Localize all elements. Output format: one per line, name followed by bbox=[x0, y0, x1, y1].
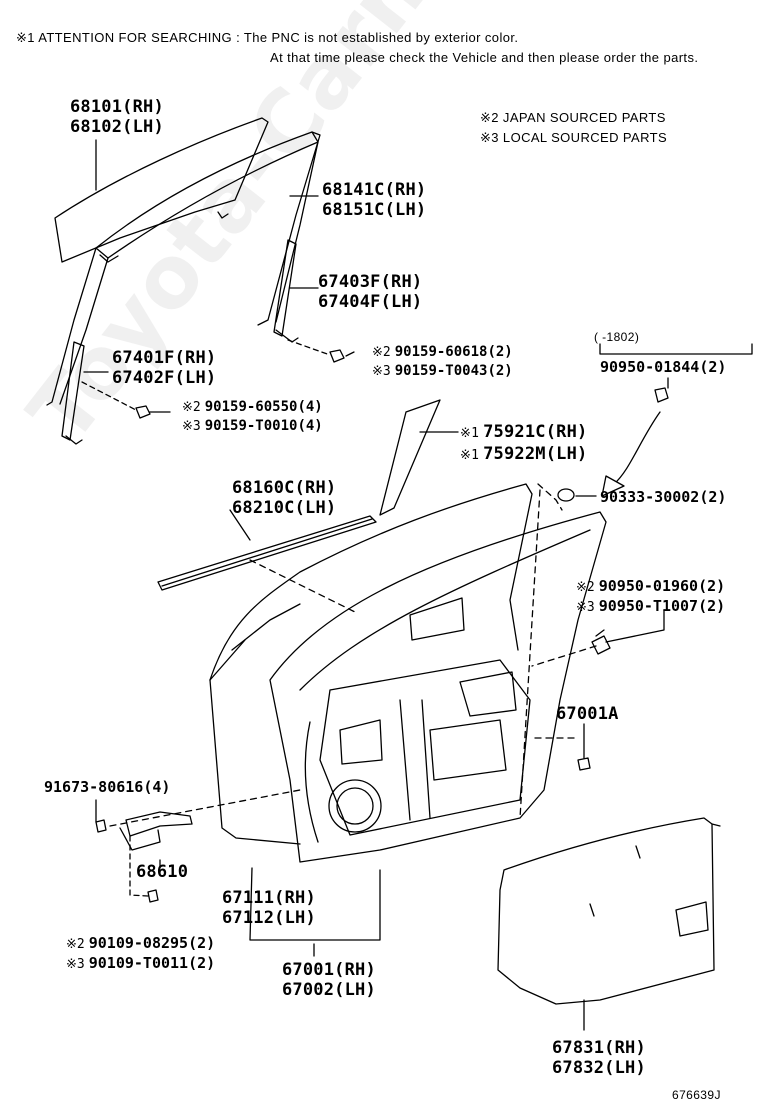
attention-note-2: At that time please check the Vehicle an… bbox=[270, 50, 699, 65]
attention-note: ※1 ATTENTION FOR SEARCHING : The PNC is … bbox=[16, 30, 519, 45]
part-label-glass: 68101(RH)68102(LH) bbox=[70, 97, 164, 137]
part-label-cover: 67831(RH)67832(LH) bbox=[552, 1038, 646, 1078]
japan-sourced-note: ※2 JAPAN SOURCED PARTS bbox=[480, 110, 666, 125]
door-outer-drawing bbox=[209, 483, 533, 845]
belt-weatherstrip-drawing bbox=[157, 515, 377, 591]
bolts-upper bbox=[81, 339, 345, 419]
part-label-clip: 90950-01844(2) bbox=[600, 358, 727, 376]
part-label-run-channel: 68141C(RH)68151C(LH) bbox=[322, 180, 427, 220]
local-sourced-note: ※3 LOCAL SOURCED PARTS bbox=[480, 130, 668, 145]
part-label-bolt-d: 91673-80616(4) bbox=[44, 778, 171, 796]
part-label-door-panel: 67001(RH)67002(LH) bbox=[282, 960, 376, 1000]
date-range: ( -1802) bbox=[594, 330, 640, 344]
part-label-door-weatherstrip: 67111(RH)67112(LH) bbox=[222, 888, 316, 928]
service-cover-drawing bbox=[497, 817, 721, 1005]
part-label-belt-weatherstrip: 68160C(RH)68210C(LH) bbox=[232, 478, 337, 518]
door-inner-drawing bbox=[269, 511, 607, 863]
garnish-drawing bbox=[379, 399, 441, 516]
part-label-check: 68610 bbox=[136, 862, 189, 882]
pointer-arrow bbox=[601, 411, 661, 497]
run-channel-drawing bbox=[46, 131, 321, 406]
check-drawing bbox=[95, 811, 193, 903]
assembly-lines bbox=[109, 483, 597, 827]
part-label-front-sash: 67401F(RH)67402F(LH) bbox=[112, 348, 217, 388]
leader-lines bbox=[83, 139, 753, 1031]
front-sash-drawing bbox=[61, 341, 85, 445]
rear-sash-drawing bbox=[273, 239, 299, 343]
figure-id: 676639J bbox=[672, 1088, 721, 1102]
part-label-bolt-c: 67001A bbox=[556, 704, 619, 724]
fasteners-right bbox=[557, 387, 669, 771]
part-label-rear-sash: 67403F(RH)67404F(LH) bbox=[318, 272, 423, 312]
door-glass-drawing bbox=[54, 117, 269, 263]
part-label-plug: 90333-30002(2) bbox=[600, 488, 727, 506]
